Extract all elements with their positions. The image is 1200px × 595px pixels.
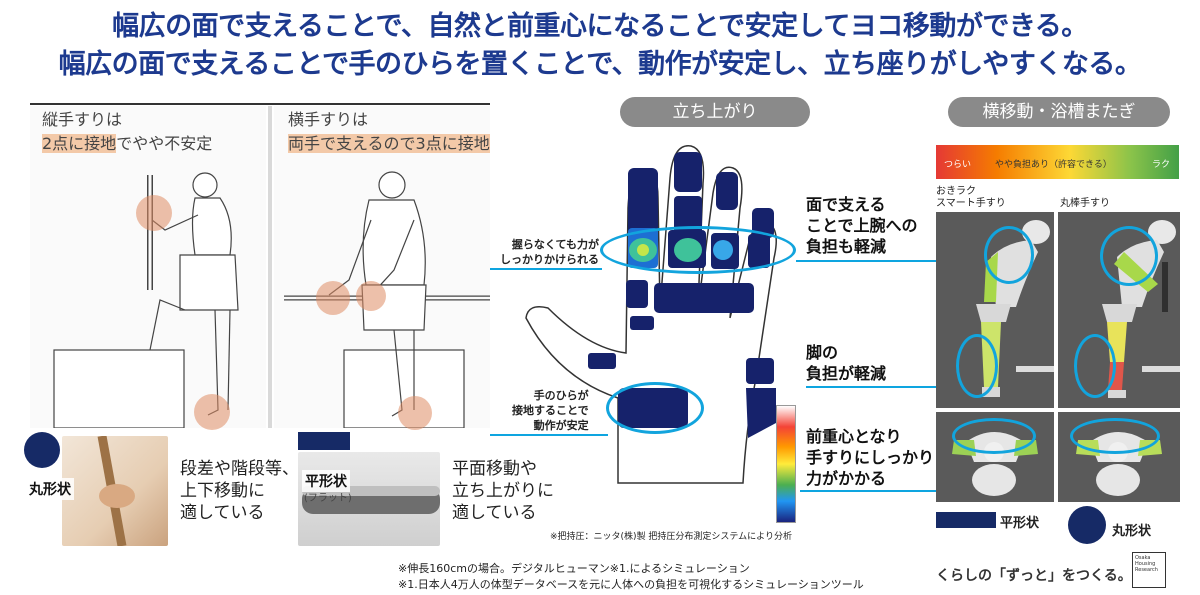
palm-callout-line-3: 動作が安定: [533, 419, 589, 432]
grip-callout: 握らなくても力が しっかりかけられる: [500, 237, 599, 267]
legend-round-label: 丸形状: [1112, 524, 1152, 539]
gradient-label-easy: ラク: [1152, 160, 1171, 170]
contact-point-left-hand: [316, 281, 350, 315]
company-logo: Osaka Housing Research: [1132, 552, 1166, 588]
vertical-handrail-caption: 縦手すりは 2点に接地でやや不安定: [42, 108, 212, 156]
legend-round-swatch: [1068, 506, 1106, 544]
flat-desc-line-1: 平面移動や: [452, 459, 537, 479]
flat-shape-icon: [298, 432, 350, 450]
flat-rail-graphic: [302, 486, 440, 514]
vertical-handrail-detail: 2点に接地でやや不安定: [42, 132, 212, 156]
forward-center-note-line-1: 前重心となり: [806, 427, 902, 446]
round-shape-icon: [24, 432, 60, 468]
sim-round-leg-highlight: [1074, 334, 1116, 398]
contact-point-foot: [194, 394, 230, 430]
smart-rail-sim-title: おきラク スマート手すり: [936, 186, 1006, 210]
contact-point-foot-2: [398, 396, 432, 430]
hand-pressure-illustration: [525, 145, 777, 484]
vertical-handrail-highlight: 2点に接地: [42, 134, 117, 153]
smart-rail-title-line-1: おきラク: [936, 186, 976, 197]
upper-arm-note-line-3: 負担も軽減: [806, 237, 887, 256]
legend-flat-label: 平形状: [1000, 516, 1040, 531]
grip-area-highlight: [600, 226, 796, 274]
horizontal-handrail-title: 横手すりは: [288, 110, 369, 129]
gradient-label-middle: やや負担あり（許容できる）: [995, 160, 1112, 170]
logo-line-2: Housing: [1135, 561, 1156, 567]
burden-gradient-bar: [936, 145, 1179, 179]
leg-note-line-1: 脚の: [806, 343, 839, 362]
palm-callout: 手のひらが 接地することで 動作が安定: [512, 388, 589, 433]
vertical-handrail-rest: でやや不安定: [116, 134, 213, 153]
flat-desc-line-2: 立ち上がりに: [452, 481, 554, 501]
round-rail-photo: [62, 436, 168, 546]
forward-center-note-line-3: 力がかかる: [806, 469, 887, 488]
round-shape-label: 丸形状: [26, 478, 74, 500]
sim-leg-highlight: [956, 334, 998, 398]
palm-connector: [490, 434, 608, 436]
forward-center-note: 前重心となり 手すりにしっかり 力がかかる: [806, 426, 934, 489]
grip-connector: [490, 268, 602, 270]
flat-shape-label: 平形状: [302, 470, 350, 492]
pressure-measurement-note: ※把持圧：ニッタ(株)製 把持圧分布測定システムにより分析: [550, 532, 792, 542]
upper-arm-connector: [796, 260, 992, 262]
lateral-movement-pill: 横移動・浴槽またぎ: [948, 97, 1170, 127]
palm-area-highlight: [606, 382, 704, 434]
pressure-scale-bar: [776, 405, 796, 523]
flat-desc-line-3: 適している: [452, 503, 537, 523]
flat-rail-photo: [298, 452, 440, 546]
round-desc-line-3: 適している: [180, 503, 265, 523]
gradient-label-hard: つらい: [944, 160, 972, 170]
standing-up-pill: 立ち上がり: [620, 97, 810, 127]
round-desc-line-1: 段差や階段等、: [180, 459, 299, 479]
grip-callout-line-2: しっかりかけられる: [500, 253, 599, 266]
forward-center-note-line-2: 手すりにしっかり: [806, 448, 935, 467]
sim-round-upper-arm-highlight: [1100, 226, 1158, 286]
scene-divider: [268, 106, 272, 428]
upper-arm-note-line-1: 面で支える: [806, 195, 886, 214]
divider-rule: [30, 103, 490, 105]
grip-callout-line-1: 握らなくても力が: [511, 238, 599, 251]
leg-note: 脚の 負担が軽減: [806, 342, 886, 384]
vertical-handrail-illustration: [53, 172, 239, 428]
palm-callout-line-2: 接地することで: [512, 404, 589, 417]
footnote-height: ※伸長160cmの場合。デジタルヒューマン※1.によるシミュレーション: [398, 562, 750, 575]
sim-round-topview-highlight: [1070, 418, 1160, 454]
forward-center-connector: [800, 490, 950, 492]
logo-line-3: Research: [1135, 567, 1158, 573]
logo-line-1: Osaka: [1135, 555, 1151, 561]
headline-line-1: 幅広の面で支えることで、自然と前重心になることで安定してヨコ移動ができる。: [112, 11, 1088, 42]
headline-line-2: 幅広の面で支えることで手のひらを置くことで、動作が安定し、立ち座りがしやすくなる…: [58, 49, 1142, 80]
flat-shape-sublabel: (フラット): [304, 493, 352, 504]
brand-tagline: くらしの「ずっと」をつくる。: [936, 568, 1132, 584]
footnote-tool: ※1.日本人4万人の体型データベースを元に人体への負担を可視化するシミュレーショ…: [398, 578, 864, 591]
palm-callout-line-1: 手のひらが: [533, 389, 589, 402]
round-rail-sim-title: 丸棒手すり: [1060, 198, 1110, 209]
contact-point-right-hand: [356, 281, 386, 311]
round-rail-graphic: [97, 436, 135, 546]
sim-upper-arm-highlight: [984, 226, 1034, 284]
upper-arm-note-line-2: ことで上腕への: [806, 216, 918, 235]
smart-rail-title-line-2: スマート手すり: [936, 198, 1006, 209]
round-desc-line-2: 上下移動に: [180, 481, 265, 501]
vertical-handrail-title: 縦手すりは: [42, 110, 123, 129]
flat-shape-description: 平面移動や 立ち上がりに 適している: [452, 458, 554, 524]
leg-connector: [806, 386, 956, 388]
legend-flat-swatch: [936, 512, 996, 528]
horizontal-handrail-caption: 横手すりは 両手で支えるので3点に接地: [288, 108, 490, 156]
upper-arm-note: 面で支える ことで上腕への 負担も軽減: [806, 194, 918, 257]
sim-topview-highlight: [952, 418, 1036, 454]
round-shape-description: 段差や階段等、 上下移動に 適している: [180, 458, 299, 524]
contact-point-hand: [136, 195, 172, 231]
leg-note-line-2: 負担が軽減: [806, 364, 887, 383]
horizontal-handrail-highlight: 両手で支えるので3点に接地: [288, 134, 490, 153]
